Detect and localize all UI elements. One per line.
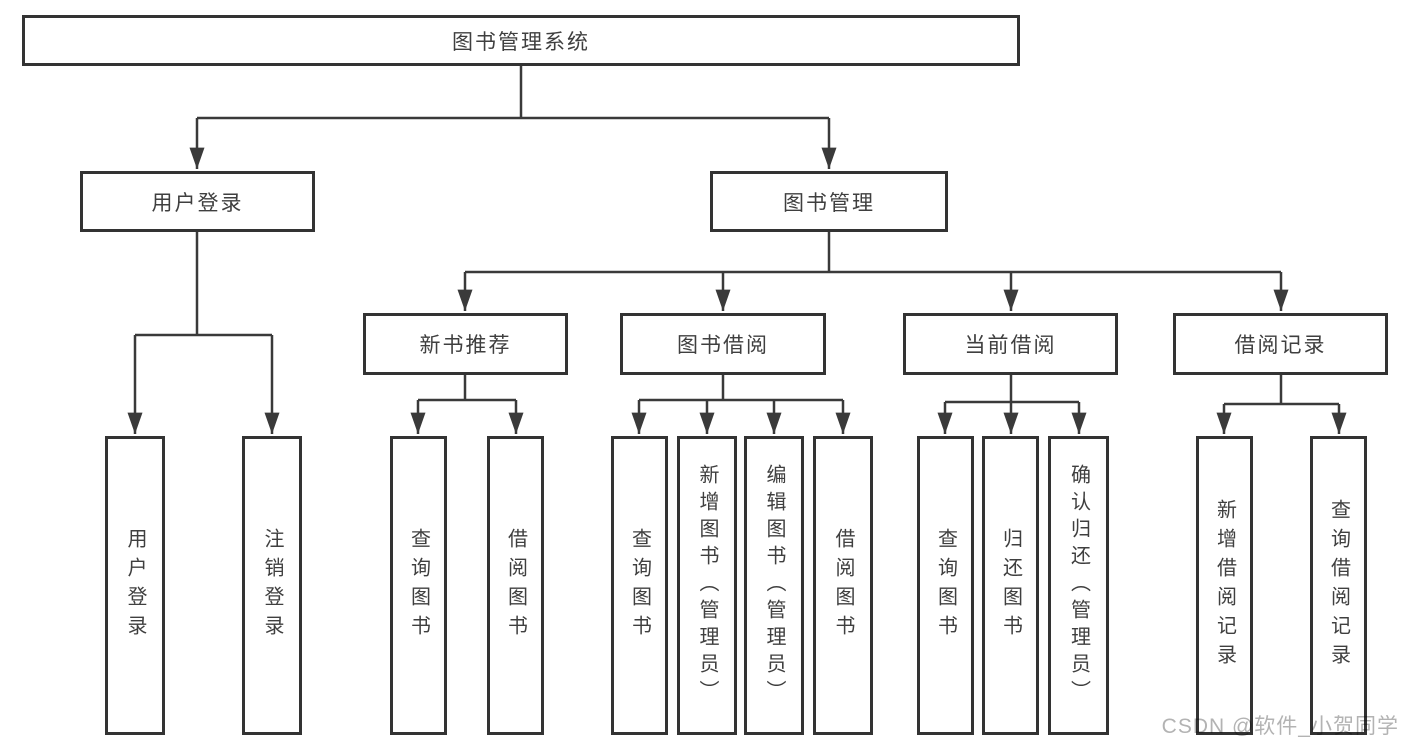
node-book-borrow: 图书借阅 (620, 313, 826, 375)
leaf-borrow-borrow: 借阅图书 (813, 436, 873, 735)
leaf-borrow-edit-admin: 编辑图书（管理员） (744, 436, 804, 735)
leaf-records-add: 新增借阅记录 (1196, 436, 1253, 735)
leaf-borrow-query: 查询图书 (611, 436, 668, 735)
node-user-login: 用户登录 (80, 171, 315, 232)
watermark: CSDN @软件_小贺同学 (1161, 715, 1399, 738)
leaf-user-login: 用户登录 (105, 436, 165, 735)
leaf-current-confirm-admin: 确认归还（管理员） (1048, 436, 1109, 735)
leaf-newbooks-borrow: 借阅图书 (487, 436, 544, 735)
node-borrow-records: 借阅记录 (1173, 313, 1388, 375)
leaf-current-query: 查询图书 (917, 436, 974, 735)
node-new-books: 新书推荐 (363, 313, 568, 375)
leaf-records-query: 查询借阅记录 (1310, 436, 1367, 735)
leaf-logout: 注销登录 (242, 436, 302, 735)
leaf-newbooks-query: 查询图书 (390, 436, 447, 735)
node-current-borrow: 当前借阅 (903, 313, 1118, 375)
node-root: 图书管理系统 (22, 15, 1020, 66)
node-book-management: 图书管理 (710, 171, 948, 232)
leaf-current-return: 归还图书 (982, 436, 1039, 735)
leaf-borrow-add-admin: 新增图书（管理员） (677, 436, 737, 735)
